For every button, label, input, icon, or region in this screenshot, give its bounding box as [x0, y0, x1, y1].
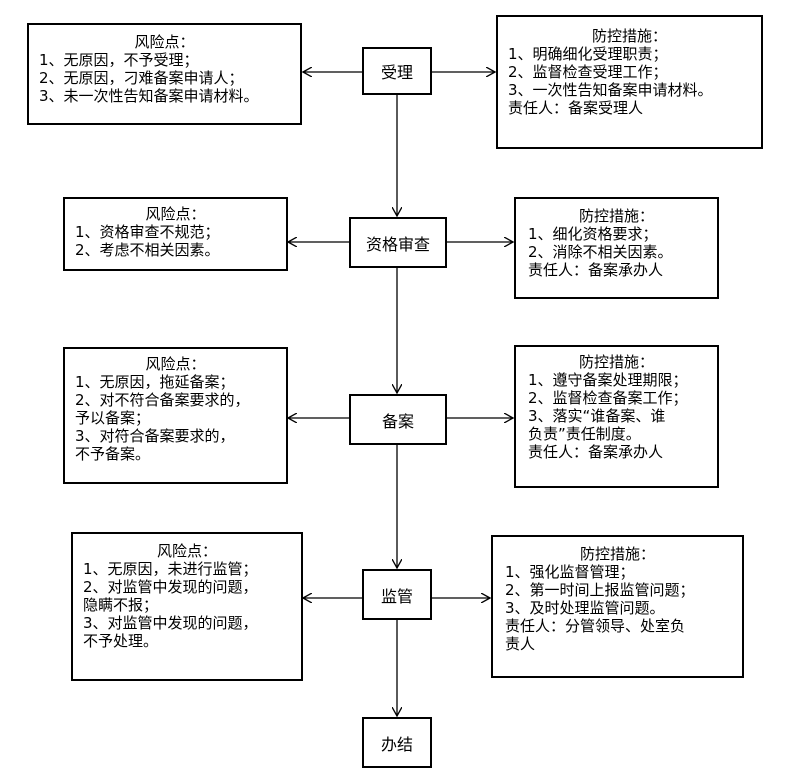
control-item: 3、落实“谁备案、谁: [528, 407, 666, 425]
control-item: 1、遵守备案处理期限；: [528, 371, 688, 389]
control-title: 防控措施：: [578, 353, 654, 371]
risk-box-supervise: 风险点： 1、无原因，未进行监管； 2、对监管中发现的问题， 隐瞒不报； 3、对…: [71, 532, 303, 681]
risk-item: 1、无原因，未进行监管；: [83, 560, 258, 578]
risk-item: 不予备案。: [75, 445, 151, 463]
control-item: 2、消除不相关因素。: [528, 243, 673, 261]
risk-item: 2、考虑不相关因素。: [75, 241, 220, 259]
control-box-supervise: 防控措施： 1、强化监督管理； 2、第一时间上报监管问题； 3、及时处理监管问题…: [491, 535, 744, 678]
control-title: 防控措施：: [579, 545, 655, 563]
control-item: 3、一次性告知备案申请材料。: [508, 81, 713, 99]
risk-item: 2、对监管中发现的问题，: [83, 578, 258, 596]
risk-title: 风险点：: [134, 33, 195, 51]
control-item: 2、第一时间上报监管问题；: [505, 581, 695, 599]
control-title: 防控措施：: [578, 207, 654, 225]
control-item: 2、监督检查备案工作；: [528, 389, 688, 407]
risk-item: 1、无原因，拖延备案；: [75, 373, 235, 391]
control-responsible: 责任人：备案承办人: [528, 261, 664, 279]
risk-item: 2、对不符合备案要求的，: [75, 391, 250, 409]
risk-item: 3、对监管中发现的问题，: [83, 614, 258, 632]
risk-box-accept: 风险点： 1、无原因，不予受理； 2、无原因，刁难备案申请人； 3、未一次性告知…: [27, 23, 302, 125]
risk-title: 风险点：: [156, 542, 217, 560]
risk-item: 予以备案；: [75, 409, 151, 427]
step-finish: 办结: [362, 717, 432, 768]
step-record: 备案: [349, 394, 447, 445]
control-responsible: 责人: [505, 635, 536, 653]
risk-title: 风险点：: [145, 355, 206, 373]
control-item: 1、强化监督管理；: [505, 563, 635, 581]
control-box-accept: 防控措施： 1、明确细化受理职责； 2、监督检查受理工作； 3、一次性告知备案申…: [496, 15, 763, 149]
control-box-record: 防控措施： 1、遵守备案处理期限； 2、监督检查备案工作； 3、落实“谁备案、谁…: [514, 345, 719, 488]
risk-item: 1、资格审查不规范；: [75, 223, 220, 241]
risk-item: 3、未一次性告知备案申请材料。: [39, 87, 259, 105]
risk-title: 风险点：: [145, 205, 206, 223]
control-title: 防控措施：: [591, 27, 667, 45]
control-item: 2、监督检查受理工作；: [508, 63, 668, 81]
risk-item: 3、对符合备案要求的，: [75, 427, 235, 445]
control-responsible: 责任人：分管领导、处室负: [505, 617, 686, 635]
risk-item: 1、无原因，不予受理；: [39, 51, 199, 69]
control-responsible: 责任人：备案承办人: [528, 443, 664, 461]
control-item: 3、及时处理监管问题。: [505, 599, 665, 617]
risk-item: 2、无原因，刁难备案申请人；: [39, 69, 244, 87]
control-responsible: 责任人：备案受理人: [508, 99, 644, 117]
control-item: 负责”责任制度。: [528, 425, 641, 443]
control-item: 1、细化资格要求；: [528, 225, 658, 243]
step-accept: 受理: [362, 47, 432, 95]
risk-item: 不予处理。: [83, 632, 159, 650]
control-item: 1、明确细化受理职责；: [508, 45, 668, 63]
risk-box-qualify: 风险点： 1、资格审查不规范； 2、考虑不相关因素。: [63, 197, 288, 271]
risk-item: 隐瞒不报；: [83, 596, 159, 614]
step-supervise: 监管: [362, 569, 432, 620]
control-box-qualify: 防控措施： 1、细化资格要求； 2、消除不相关因素。 责任人：备案承办人: [514, 197, 719, 299]
step-qualify: 资格审查: [349, 217, 447, 268]
risk-box-record: 风险点： 1、无原因，拖延备案； 2、对不符合备案要求的， 予以备案； 3、对符…: [63, 347, 288, 484]
